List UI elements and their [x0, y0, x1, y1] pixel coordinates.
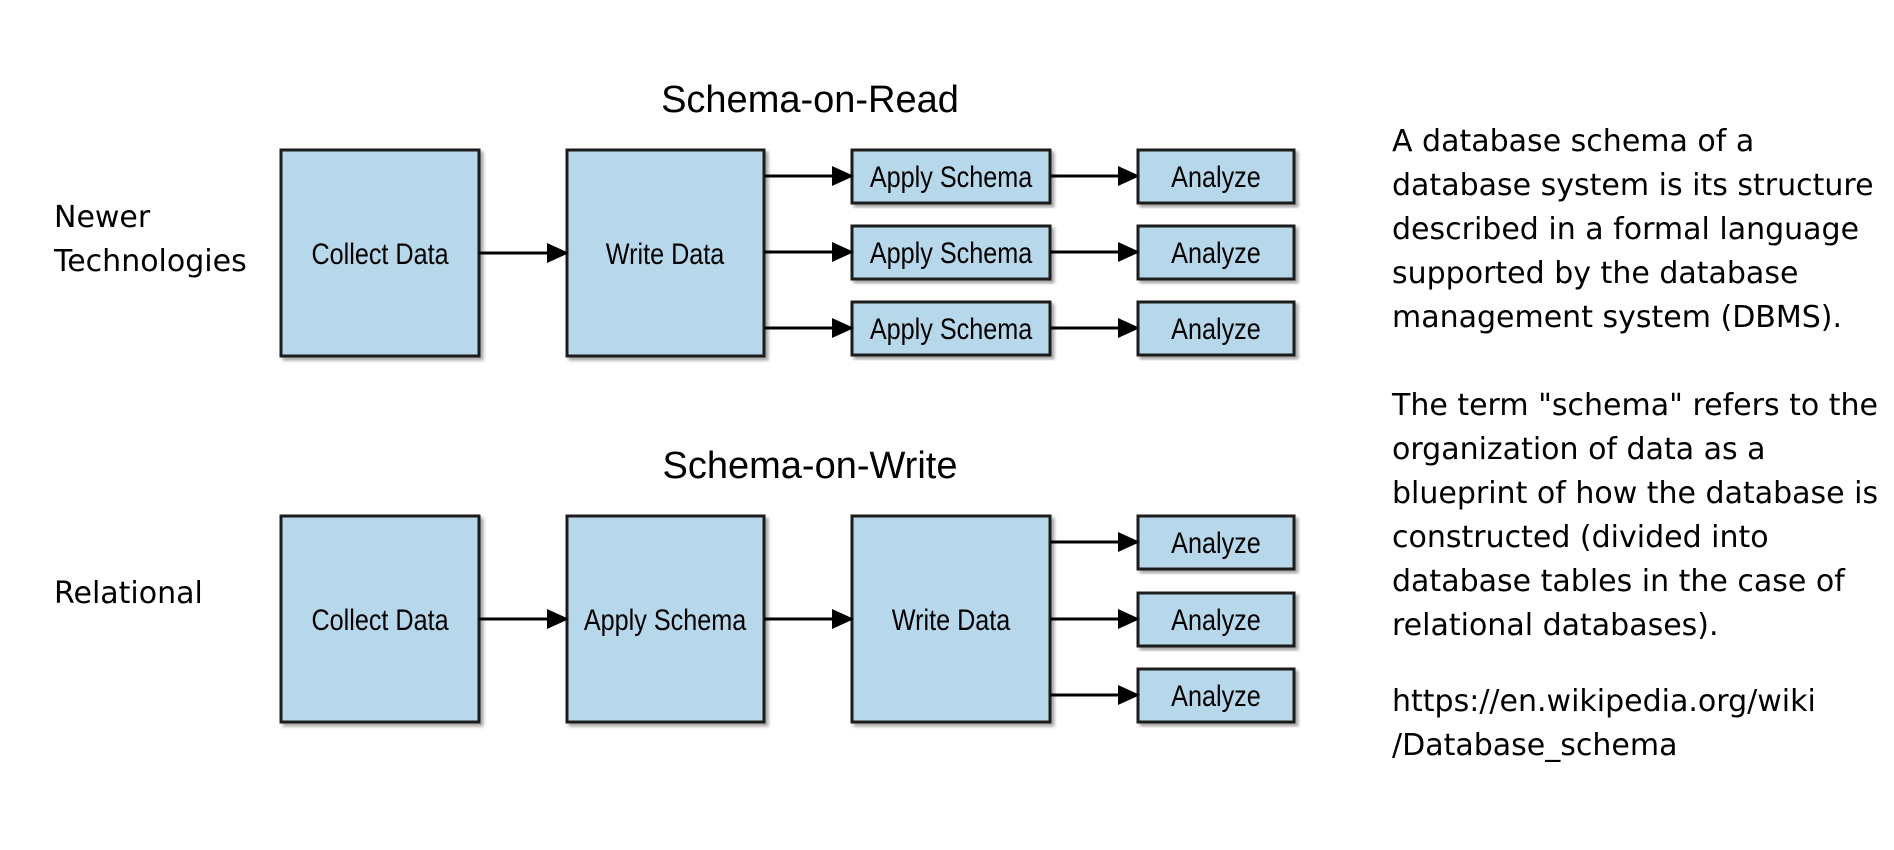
analyze-box: [1136, 514, 1296, 571]
apply-schema-label: Apply Schema: [870, 236, 1033, 270]
row-label-relational: Relational: [54, 576, 203, 611]
source-link-line1: https://en.wikipedia.org/wiki: [1392, 684, 1816, 719]
apply-schema-box: [850, 224, 1052, 281]
collect-data-label: Collect Data: [311, 603, 449, 637]
apply-schema-box: [565, 514, 766, 724]
write-data-label: Write Data: [606, 237, 725, 271]
definition-text: A database schema of a database system i…: [1392, 124, 1874, 335]
apply-schema-label: Apply Schema: [870, 160, 1033, 194]
row-label-newer-technologies: Newer Technologies: [54, 200, 247, 279]
analyze-label: Analyze: [1171, 160, 1261, 194]
write-data-label: Write Data: [892, 603, 1011, 637]
apply-schema-box: [850, 300, 1052, 357]
term-text: The term "schema" refers to the organiza…: [1392, 388, 1879, 643]
analyze-label: Analyze: [1171, 526, 1261, 560]
source-link[interactable]: https://en.wikipedia.org/wiki /Database_…: [1392, 680, 1882, 768]
analyze-box: [1136, 224, 1296, 281]
analyze-box: [1136, 591, 1296, 648]
analyze-label: Analyze: [1171, 236, 1261, 270]
collect-data-box: [279, 148, 481, 358]
schema-on-write-title: Schema-on-Write: [663, 445, 958, 487]
apply-schema-box: [850, 148, 1052, 205]
source-link-line2: /Database_schema: [1392, 728, 1678, 763]
side-panel: A database schema of a database system i…: [1392, 120, 1882, 768]
analyze-label: Analyze: [1171, 679, 1261, 713]
schema-on-read-title: Schema-on-Read: [661, 79, 959, 121]
collect-data-label: Collect Data: [311, 237, 449, 271]
apply-schema-label: Apply Schema: [870, 312, 1033, 346]
analyze-label: Analyze: [1171, 312, 1261, 346]
collect-data-box: [279, 514, 481, 724]
analyze-box: [1136, 667, 1296, 724]
write-data-box: [850, 514, 1052, 724]
apply-schema-label: Apply Schema: [584, 603, 747, 637]
analyze-label: Analyze: [1171, 603, 1261, 637]
